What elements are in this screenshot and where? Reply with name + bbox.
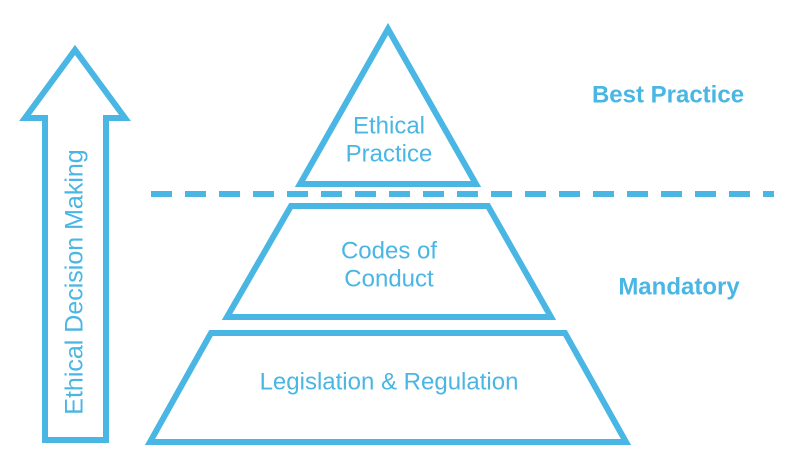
- arrow-label: Ethical Decision Making: [61, 149, 89, 414]
- upward-arrow-icon: [19, 44, 131, 443]
- pyramid-bottom-tier: [144, 330, 632, 445]
- pyramid-middle-label-line2: Conduct: [344, 265, 434, 292]
- zone-label-mandatory: Mandatory: [618, 273, 740, 300]
- pyramid-middle-tier: [221, 203, 557, 320]
- pyramid-top-label-line1: Ethical: [353, 112, 425, 139]
- pyramid-middle-label-line1: Codes of: [341, 237, 437, 264]
- zone-label-best-practice: Best Practice: [592, 81, 744, 108]
- pyramid-top-label-line2: Practice: [346, 140, 433, 167]
- pyramid-top-tier: [294, 22, 482, 187]
- pyramid-bottom-label: Legislation & Regulation: [260, 368, 519, 395]
